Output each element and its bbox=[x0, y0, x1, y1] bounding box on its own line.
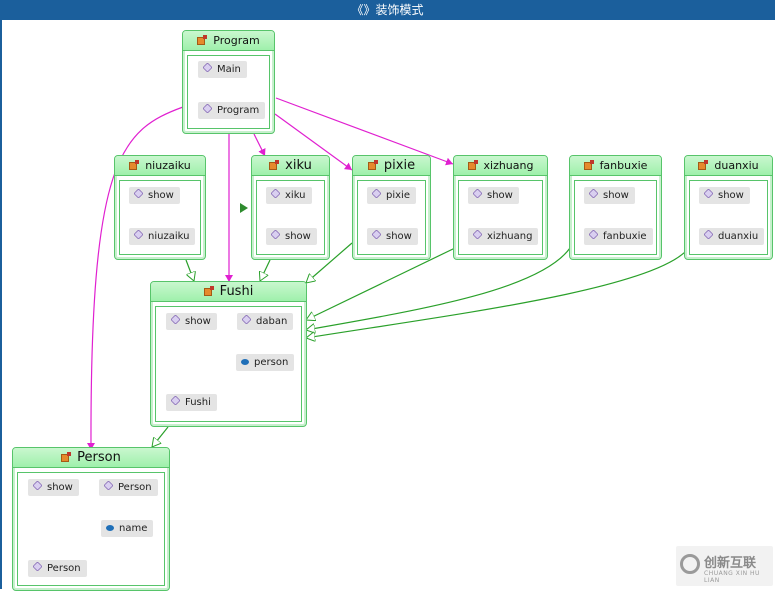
class-icon bbox=[698, 160, 710, 170]
expand-arrow-icon[interactable] bbox=[240, 203, 248, 213]
method-icon bbox=[202, 62, 213, 73]
member-daban[interactable]: daban bbox=[237, 313, 294, 330]
member-show[interactable]: show bbox=[166, 313, 217, 330]
watermark-subtext: CHUANG XIN HU LIAN bbox=[704, 570, 760, 584]
method-icon bbox=[32, 480, 43, 491]
window-title: 《》装饰模式 bbox=[0, 0, 775, 20]
class-program[interactable]: Program Main Program bbox=[182, 30, 275, 134]
member-pixie[interactable]: pixie bbox=[367, 187, 416, 204]
class-icon bbox=[583, 160, 596, 170]
method-icon bbox=[588, 229, 599, 240]
field-icon bbox=[106, 525, 114, 531]
class-duanxiu[interactable]: duanxiu show duanxiu bbox=[684, 155, 773, 260]
field-icon bbox=[241, 359, 249, 365]
class-icon bbox=[197, 35, 209, 45]
class-title: pixie bbox=[383, 158, 416, 173]
member-show[interactable]: show bbox=[266, 228, 317, 245]
member-person-ctor[interactable]: Person bbox=[99, 479, 158, 496]
class-icon bbox=[61, 452, 73, 462]
method-icon bbox=[32, 561, 43, 572]
class-title: Fushi bbox=[219, 284, 254, 299]
member-name-field[interactable]: name bbox=[101, 520, 154, 537]
member-fushi[interactable]: Fushi bbox=[166, 394, 217, 411]
method-icon bbox=[170, 395, 181, 406]
member-duanxiu[interactable]: duanxiu bbox=[699, 228, 765, 245]
class-person[interactable]: Person show Person name Person bbox=[12, 447, 170, 591]
class-title: niuzaiku bbox=[145, 159, 191, 172]
member-xizhuang[interactable]: xizhuang bbox=[468, 228, 539, 245]
class-xizhuang[interactable]: xizhuang show xizhuang bbox=[453, 155, 548, 260]
class-niuzaiku[interactable]: niuzaiku show niuzaiku bbox=[114, 155, 206, 260]
watermark-logo-icon bbox=[680, 554, 700, 574]
method-icon bbox=[472, 229, 483, 240]
method-icon bbox=[133, 229, 144, 240]
member-niuzaiku[interactable]: niuzaiku bbox=[129, 228, 196, 245]
method-icon bbox=[371, 188, 382, 199]
member-show[interactable]: show bbox=[367, 228, 418, 245]
method-icon bbox=[270, 229, 281, 240]
method-icon bbox=[472, 188, 483, 199]
class-xiku[interactable]: xiku xiku show bbox=[251, 155, 330, 260]
class-fanbuxie[interactable]: fanbuxie show fanbuxie bbox=[569, 155, 662, 260]
member-person-ctor-2[interactable]: Person bbox=[28, 560, 87, 577]
watermark-text: 创新互联 bbox=[704, 556, 757, 571]
class-icon bbox=[467, 160, 480, 170]
member-xiku[interactable]: xiku bbox=[266, 187, 312, 204]
class-title: xiku bbox=[285, 158, 312, 173]
member-person-field[interactable]: person bbox=[236, 354, 295, 371]
method-icon bbox=[170, 314, 181, 325]
class-pixie[interactable]: pixie pixie show bbox=[352, 155, 431, 260]
member-program[interactable]: Program bbox=[198, 102, 266, 119]
method-icon bbox=[703, 229, 714, 240]
class-fushi[interactable]: Fushi show daban person Fushi bbox=[150, 281, 307, 427]
class-title: Program bbox=[213, 34, 260, 47]
class-title: duanxiu bbox=[714, 159, 759, 172]
class-title: fanbuxie bbox=[599, 159, 648, 172]
method-icon bbox=[703, 188, 714, 199]
method-icon bbox=[103, 480, 114, 491]
member-show[interactable]: show bbox=[584, 187, 635, 204]
method-icon bbox=[241, 314, 252, 325]
member-show[interactable]: show bbox=[28, 479, 79, 496]
member-fanbuxie[interactable]: fanbuxie bbox=[584, 228, 653, 245]
class-title: Person bbox=[77, 450, 121, 465]
member-show[interactable]: show bbox=[468, 187, 519, 204]
class-icon bbox=[129, 160, 141, 170]
class-icon bbox=[203, 286, 216, 296]
method-icon bbox=[371, 229, 382, 240]
watermark: 创新互联 CHUANG XIN HU LIAN bbox=[676, 546, 773, 586]
diagram-canvas[interactable] bbox=[0, 20, 775, 589]
member-show[interactable]: show bbox=[699, 187, 750, 204]
method-icon bbox=[270, 188, 281, 199]
class-icon bbox=[269, 160, 281, 170]
member-show[interactable]: show bbox=[129, 187, 180, 204]
class-icon bbox=[367, 160, 380, 170]
class-title: xizhuang bbox=[483, 159, 534, 172]
method-icon bbox=[588, 188, 599, 199]
method-icon bbox=[133, 188, 144, 199]
method-icon bbox=[202, 103, 213, 114]
member-main[interactable]: Main bbox=[198, 61, 247, 78]
